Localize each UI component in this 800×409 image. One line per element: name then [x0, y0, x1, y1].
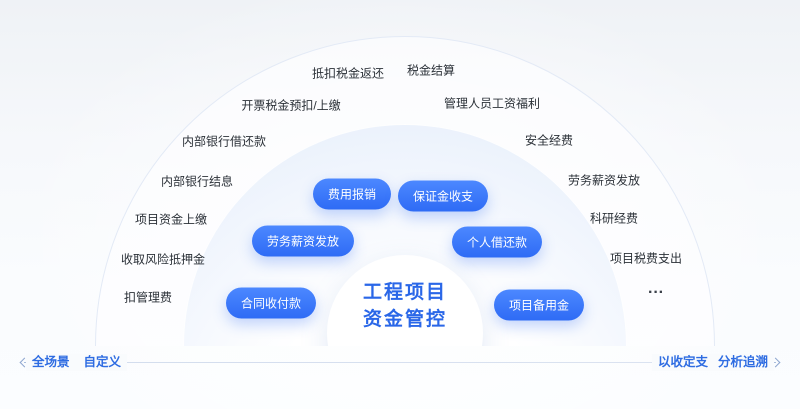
label-risk-deposit-collection: 收取风险抵押金: [120, 252, 206, 267]
pill-expense-reimbursement: 费用报销: [312, 178, 392, 210]
center-circle: 工程项目 资金管控: [327, 255, 483, 346]
pill-deposit-income-expense: 保证金收支: [397, 180, 489, 212]
label-labor-salary-issue: 劳务薪资发放: [567, 173, 641, 188]
label-management-fee-deduction: 扣管理费: [123, 290, 173, 305]
label-research-funds: 科研经费: [589, 211, 639, 226]
label-tax-deduction-refund: 抵扣税金返还: [311, 66, 385, 81]
label-more-ellipsis: ···: [648, 284, 664, 301]
pill-labor-salary-payment: 劳务薪资发放: [251, 225, 355, 257]
center-title-line2: 资金管控: [362, 309, 447, 330]
axis-left-text-2: 自定义: [83, 355, 122, 369]
label-internal-bank-loan-repayment: 内部银行借还款: [181, 134, 267, 149]
pill-personal-loan-repayment: 个人借还款: [451, 226, 543, 258]
pill-contract-payment: 合同收付款: [225, 287, 317, 319]
label-project-tax-expense: 项目税费支出: [609, 251, 683, 266]
axis-label-right: 以收定支 分析追溯: [651, 354, 774, 371]
dome-area: 工程项目 资金管控 费用报销 保证金收支 劳务薪资发放 个人借还款 合同收付款 …: [95, 36, 715, 346]
pill-project-reserve-fund: 项目备用金: [493, 289, 585, 321]
axis-left-text-1: 全场景: [32, 355, 70, 369]
axis-right-text-2: 分析追溯: [717, 355, 768, 369]
label-management-staff-salary-benefits: 管理人员工资福利: [443, 96, 541, 111]
center-title-line1: 工程项目: [362, 282, 447, 303]
bottom-axis-line: [24, 362, 776, 363]
axis-right-text-1: 以收定支: [657, 355, 708, 369]
label-project-fund-submission: 项目资金上缴: [134, 212, 208, 227]
label-tax-settlement: 税金结算: [406, 63, 456, 78]
label-internal-bank-interest: 内部银行结息: [160, 174, 234, 189]
axis-label-left: 全场景 自定义: [26, 354, 128, 371]
center-title: 工程项目 资金管控: [327, 255, 483, 333]
label-safety-funds: 安全经费: [524, 133, 574, 148]
label-invoice-tax-withholding: 开票税金预扣/上缴: [241, 98, 341, 113]
